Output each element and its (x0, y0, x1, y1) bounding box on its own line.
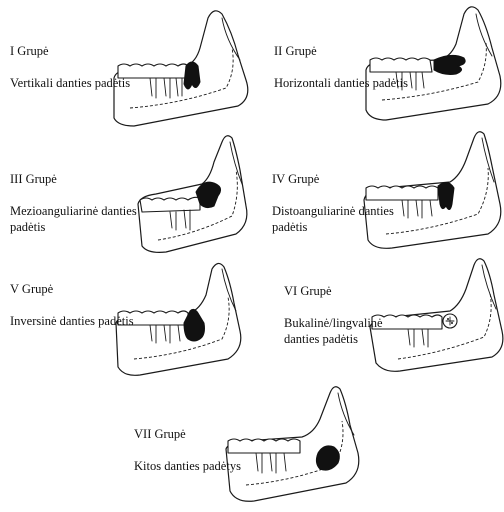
group-description: Distoanguliarinė danties padėtis (272, 203, 394, 235)
group-heading: VI Grupė (284, 283, 383, 299)
impacted-tooth-mesioangular (196, 182, 221, 207)
group-heading: I Grupė (10, 43, 130, 59)
group-description: Kitos danties padėtys (134, 458, 241, 474)
group-description: Inversinė danties padėtis (10, 313, 134, 329)
panel-group-3: III Grupė Mezioanguliarinė danties padėt… (0, 130, 250, 255)
impacted-tooth-distoangular (438, 182, 454, 209)
caption-group-2: II Grupė Horizontali danties padėtis (274, 27, 408, 107)
group-description: Horizontali danties padėtis (274, 75, 408, 91)
group-heading: IV Grupė (272, 171, 394, 187)
caption-group-5: V Grupė Inversinė danties padėtis (10, 265, 134, 345)
panel-group-2: II Grupė Horizontali danties padėtis (252, 0, 504, 130)
caption-group-1: I Grupė Vertikali danties padėtis (10, 27, 130, 107)
group-heading: II Grupė (274, 43, 408, 59)
impacted-tooth-buccal-lingual (443, 314, 457, 328)
caption-group-3: III Grupė Mezioanguliarinė danties padėt… (10, 155, 137, 251)
caption-group-6: VI Grupė Bukalinė/lingvalinė danties pad… (284, 267, 383, 363)
caption-group-7: VII Grupė Kitos danties padėtys (134, 410, 241, 490)
group-description: Mezioanguliarinė danties padėtis (10, 203, 137, 235)
group-heading: III Grupė (10, 171, 137, 187)
group-heading: VII Grupė (134, 426, 241, 442)
impacted-tooth-vertical (184, 62, 200, 89)
impacted-tooth-other (316, 446, 339, 470)
group-heading: V Grupė (10, 281, 134, 297)
panel-group-7: VII Grupė Kitos danties padėtys (120, 385, 380, 512)
panel-group-4: IV Grupė Distoanguliarinė danties padėti… (252, 130, 504, 255)
impacted-tooth-horizontal (434, 55, 465, 74)
panel-group-5: V Grupė Inversinė danties padėtis (0, 255, 250, 385)
group-description: Bukalinė/lingvalinė danties padėtis (284, 315, 383, 347)
panel-group-6: VI Grupė Bukalinė/lingvalinė danties pad… (252, 255, 504, 385)
panel-group-1: I Grupė Vertikali danties padėtis (0, 0, 250, 130)
group-description: Vertikali danties padėtis (10, 75, 130, 91)
caption-group-4: IV Grupė Distoanguliarinė danties padėti… (272, 155, 394, 251)
